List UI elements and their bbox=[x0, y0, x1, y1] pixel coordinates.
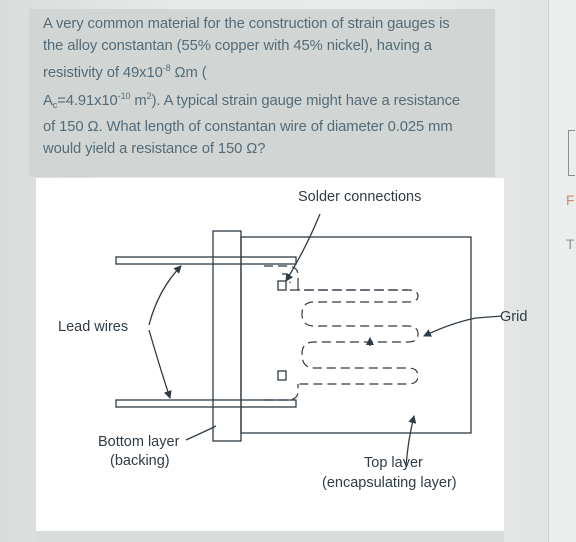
bottom-layer-label: Bottom layer bbox=[98, 434, 180, 450]
lead-wires-label: Lead wires bbox=[58, 319, 129, 335]
edge-fragment-2: T bbox=[566, 236, 575, 252]
problem-statement: A very common material for the construct… bbox=[43, 13, 493, 160]
problem-line-4: Ac=4.91x10-10 m2). A typical strain gaug… bbox=[43, 90, 461, 110]
lead-wire-bottom bbox=[115, 399, 297, 408]
solder-connections-label: Solder connections bbox=[298, 189, 422, 205]
grid-wire bbox=[264, 265, 419, 401]
adjacent-frame-mark bbox=[568, 130, 575, 176]
problem-text-block bbox=[29, 9, 495, 177]
strain-gauge-diagram: Solder connections Lead wires Grid Botto… bbox=[36, 178, 527, 531]
top-layer-rect bbox=[240, 236, 472, 434]
problem-line-6: would yield a resistance of 150 Ω? bbox=[43, 141, 266, 158]
problem-line-3: resistivity of 49x10-8 Ωm ( bbox=[43, 63, 207, 82]
grid-pointer bbox=[423, 315, 503, 337]
edge-fragment-1: F bbox=[566, 192, 575, 208]
lead-pointer-bottom bbox=[148, 329, 172, 399]
backing-rect bbox=[212, 230, 242, 442]
strain-gauge-drawing bbox=[115, 213, 503, 467]
lead-pointer-top bbox=[148, 265, 182, 326]
solder-pad-top bbox=[277, 280, 287, 291]
solder-pad-bottom bbox=[277, 370, 287, 381]
backing-pointer bbox=[185, 425, 217, 441]
problem-line-2: the alloy constantan (55% copper with 45… bbox=[43, 38, 432, 55]
backing-label: (backing) bbox=[110, 453, 170, 469]
encapsulating-layer-label: (encapsulating layer) bbox=[322, 475, 457, 491]
problem-line-5: of 150 Ω. What length of constantan wire… bbox=[43, 118, 453, 135]
top-layer-pointer bbox=[405, 415, 417, 467]
grid-label: Grid bbox=[500, 309, 528, 325]
solder-pointer bbox=[285, 213, 321, 282]
lead-wire-top bbox=[115, 256, 297, 265]
bottom-strip bbox=[36, 531, 504, 542]
top-layer-label: Top layer bbox=[364, 455, 423, 471]
problem-line-1: A very common material for the construct… bbox=[43, 16, 450, 32]
adjacent-page-edge bbox=[548, 0, 576, 542]
